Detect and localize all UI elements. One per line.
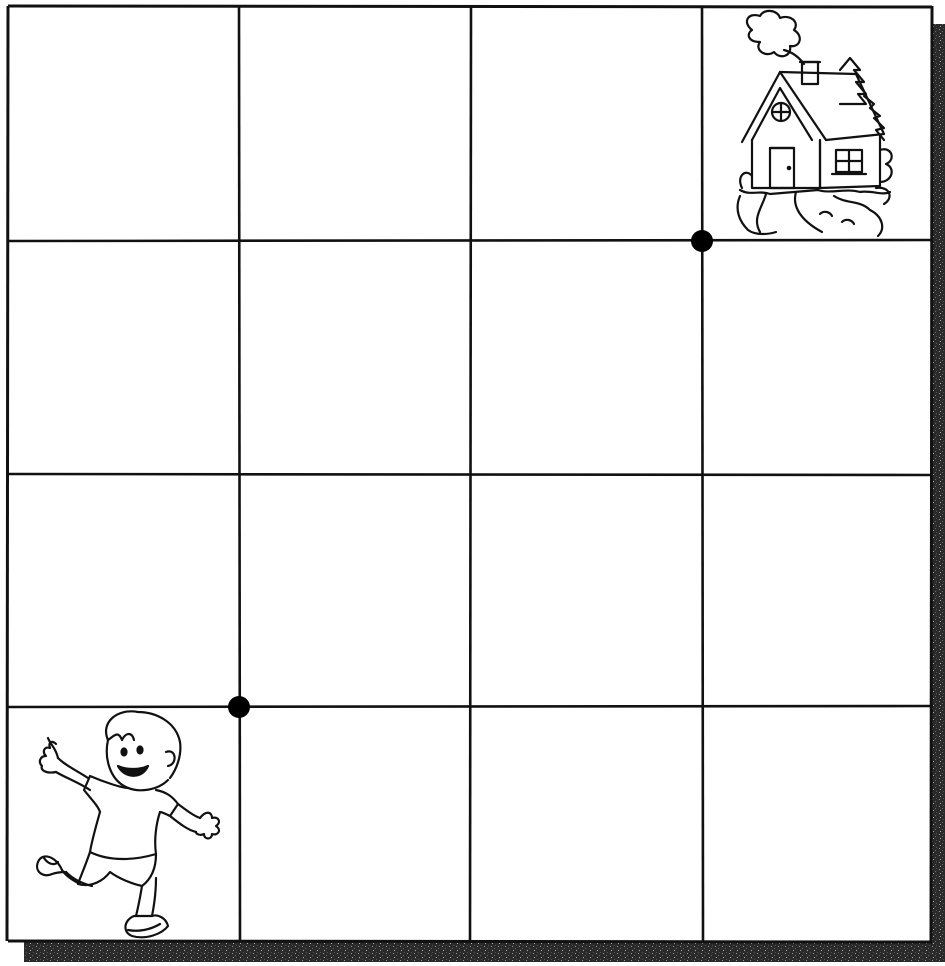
grid-line-horizontal-1	[8, 240, 932, 241]
grid-line-horizontal-0	[8, 6, 932, 7]
grid-line-vertical-4	[931, 6, 932, 941]
bottom-shadow	[24, 941, 945, 962]
grid-line-vertical-0	[7, 6, 8, 941]
grid-line-horizontal-3	[8, 706, 932, 707]
right-shadow	[932, 24, 945, 962]
grid-line-horizontal-4	[8, 941, 932, 942]
grid-line-horizontal-2	[8, 474, 932, 475]
dot-near-house	[691, 230, 713, 252]
dot-near-boy	[228, 696, 250, 718]
